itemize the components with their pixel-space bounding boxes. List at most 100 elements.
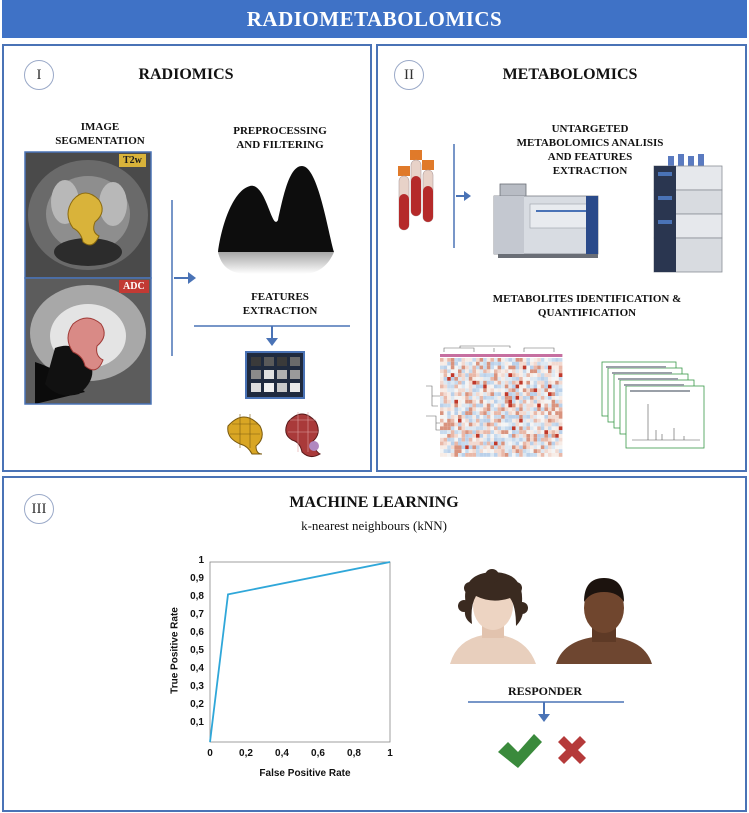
metabolomics-flow-arrow: [453, 144, 471, 248]
heatmap-cell: [533, 445, 538, 450]
filtered-signal-icon: [218, 166, 334, 274]
heatmap-cell: [537, 392, 541, 396]
heatmap-cell: [548, 399, 552, 404]
heatmap-cell: [504, 445, 509, 450]
heatmap-cell: [508, 407, 512, 412]
heatmap-cell: [461, 403, 466, 408]
heatmap-cell: [461, 399, 466, 404]
heatmap-cell: [443, 430, 448, 434]
heatmap-cell: [555, 449, 559, 453]
heatmap-cell: [522, 434, 527, 438]
heatmap-cell: [494, 434, 498, 438]
heatmap-cell: [555, 369, 559, 374]
heatmap-cell: [555, 418, 559, 423]
heatmap-cell: [558, 392, 563, 396]
heatmap-cell: [540, 396, 545, 400]
heatmap-cell: [465, 418, 469, 423]
heatmap-cell: [479, 396, 484, 400]
heatmap-cell: [548, 434, 552, 438]
heatmap-cell: [548, 437, 552, 442]
heatmap-cell: [497, 407, 502, 412]
heatmap-cell: [440, 384, 444, 389]
heatmap-cell: [508, 430, 512, 434]
heatmap-cell: [512, 441, 516, 446]
heatmap-cell: [555, 384, 559, 389]
heatmap-cell: [443, 449, 448, 453]
heatmap-cell: [512, 422, 516, 427]
heatmap-cell: [522, 380, 527, 385]
heatmap-top-dendrogram: [443, 345, 555, 352]
hplc-system-icon: [653, 154, 723, 273]
heatmap-cell: [468, 407, 473, 412]
heatmap-cell: [537, 407, 541, 412]
heatmap-cell: [530, 396, 534, 400]
heatmap-cell: [526, 396, 530, 400]
heatmap-cell: [454, 380, 458, 385]
heatmap-cell: [490, 392, 494, 396]
heatmap-cell: [540, 453, 545, 457]
heatmap-cell: [443, 418, 448, 423]
heatmap-cell: [522, 373, 527, 377]
heatmap-cell: [468, 441, 473, 446]
heatmap-cell: [558, 418, 563, 423]
heatmap-cell: [479, 418, 484, 423]
heatmap-cell: [504, 426, 509, 431]
heatmap-cell: [472, 434, 476, 438]
heatmap-cell: [476, 380, 480, 385]
heatmap-cell: [512, 399, 516, 404]
heatmap-cell: [544, 449, 548, 453]
heatmap-cell: [468, 373, 473, 377]
heatmap-cell: [558, 380, 563, 385]
heatmap-cell: [530, 361, 534, 366]
heatmap-group-bar: [440, 354, 563, 357]
heatmap-cell: [494, 373, 498, 377]
heatmap-cell: [440, 422, 444, 427]
heatmap-cell: [555, 445, 559, 450]
heatmap-cell: [548, 430, 552, 434]
heatmap-cell: [504, 453, 509, 457]
heatmap-cell: [522, 445, 527, 450]
heatmap-cell: [544, 418, 548, 423]
heatmap-cell: [551, 430, 556, 434]
heatmap-cell: [512, 392, 516, 396]
heatmap-cell: [504, 437, 509, 442]
heatmap-cell: [447, 358, 451, 362]
preprocessing-label: PREPROCESSING AND FILTERING: [233, 125, 327, 151]
heatmap-cell: [447, 377, 451, 381]
heatmap-cell: [450, 358, 455, 362]
heatmap-cell: [501, 453, 505, 457]
heatmap-cell: [519, 392, 523, 396]
heatmap-cell: [555, 380, 559, 385]
heatmap-cell: [519, 384, 523, 389]
heatmap-cell: [450, 415, 455, 419]
heatmap-cell: [476, 369, 480, 374]
heatmap-cell: [494, 441, 498, 446]
heatmap-cell: [519, 430, 523, 434]
heatmap-cell: [501, 426, 505, 431]
heatmap-cell: [522, 426, 527, 431]
heatmap-cell: [522, 388, 527, 393]
heatmap-cell: [515, 434, 520, 438]
heatmap-cell: [540, 418, 545, 423]
heatmap-cell: [479, 365, 484, 370]
heatmap-cell: [490, 396, 494, 400]
heatmap-cell: [515, 415, 520, 419]
heatmap-cell: [544, 441, 548, 446]
heatmap-cell: [472, 430, 476, 434]
heatmap-cell: [465, 392, 469, 396]
heatmap-cell: [537, 441, 541, 446]
heatmap-cell: [447, 373, 451, 377]
heatmap-cell: [551, 377, 556, 381]
heatmap-cell: [526, 418, 530, 423]
heatmap-cell: [450, 388, 455, 393]
heatmap-cell: [465, 441, 469, 446]
heatmap-cell: [558, 403, 563, 408]
roc-y-tick: 0,2: [190, 699, 204, 710]
heatmap-cell: [447, 403, 451, 408]
heatmap-cell: [501, 396, 505, 400]
heatmap-cell: [537, 430, 541, 434]
heatmap-cell: [501, 388, 505, 393]
heatmap-cell: [440, 430, 444, 434]
heatmap-cell: [497, 430, 502, 434]
heatmap-cell: [540, 449, 545, 453]
